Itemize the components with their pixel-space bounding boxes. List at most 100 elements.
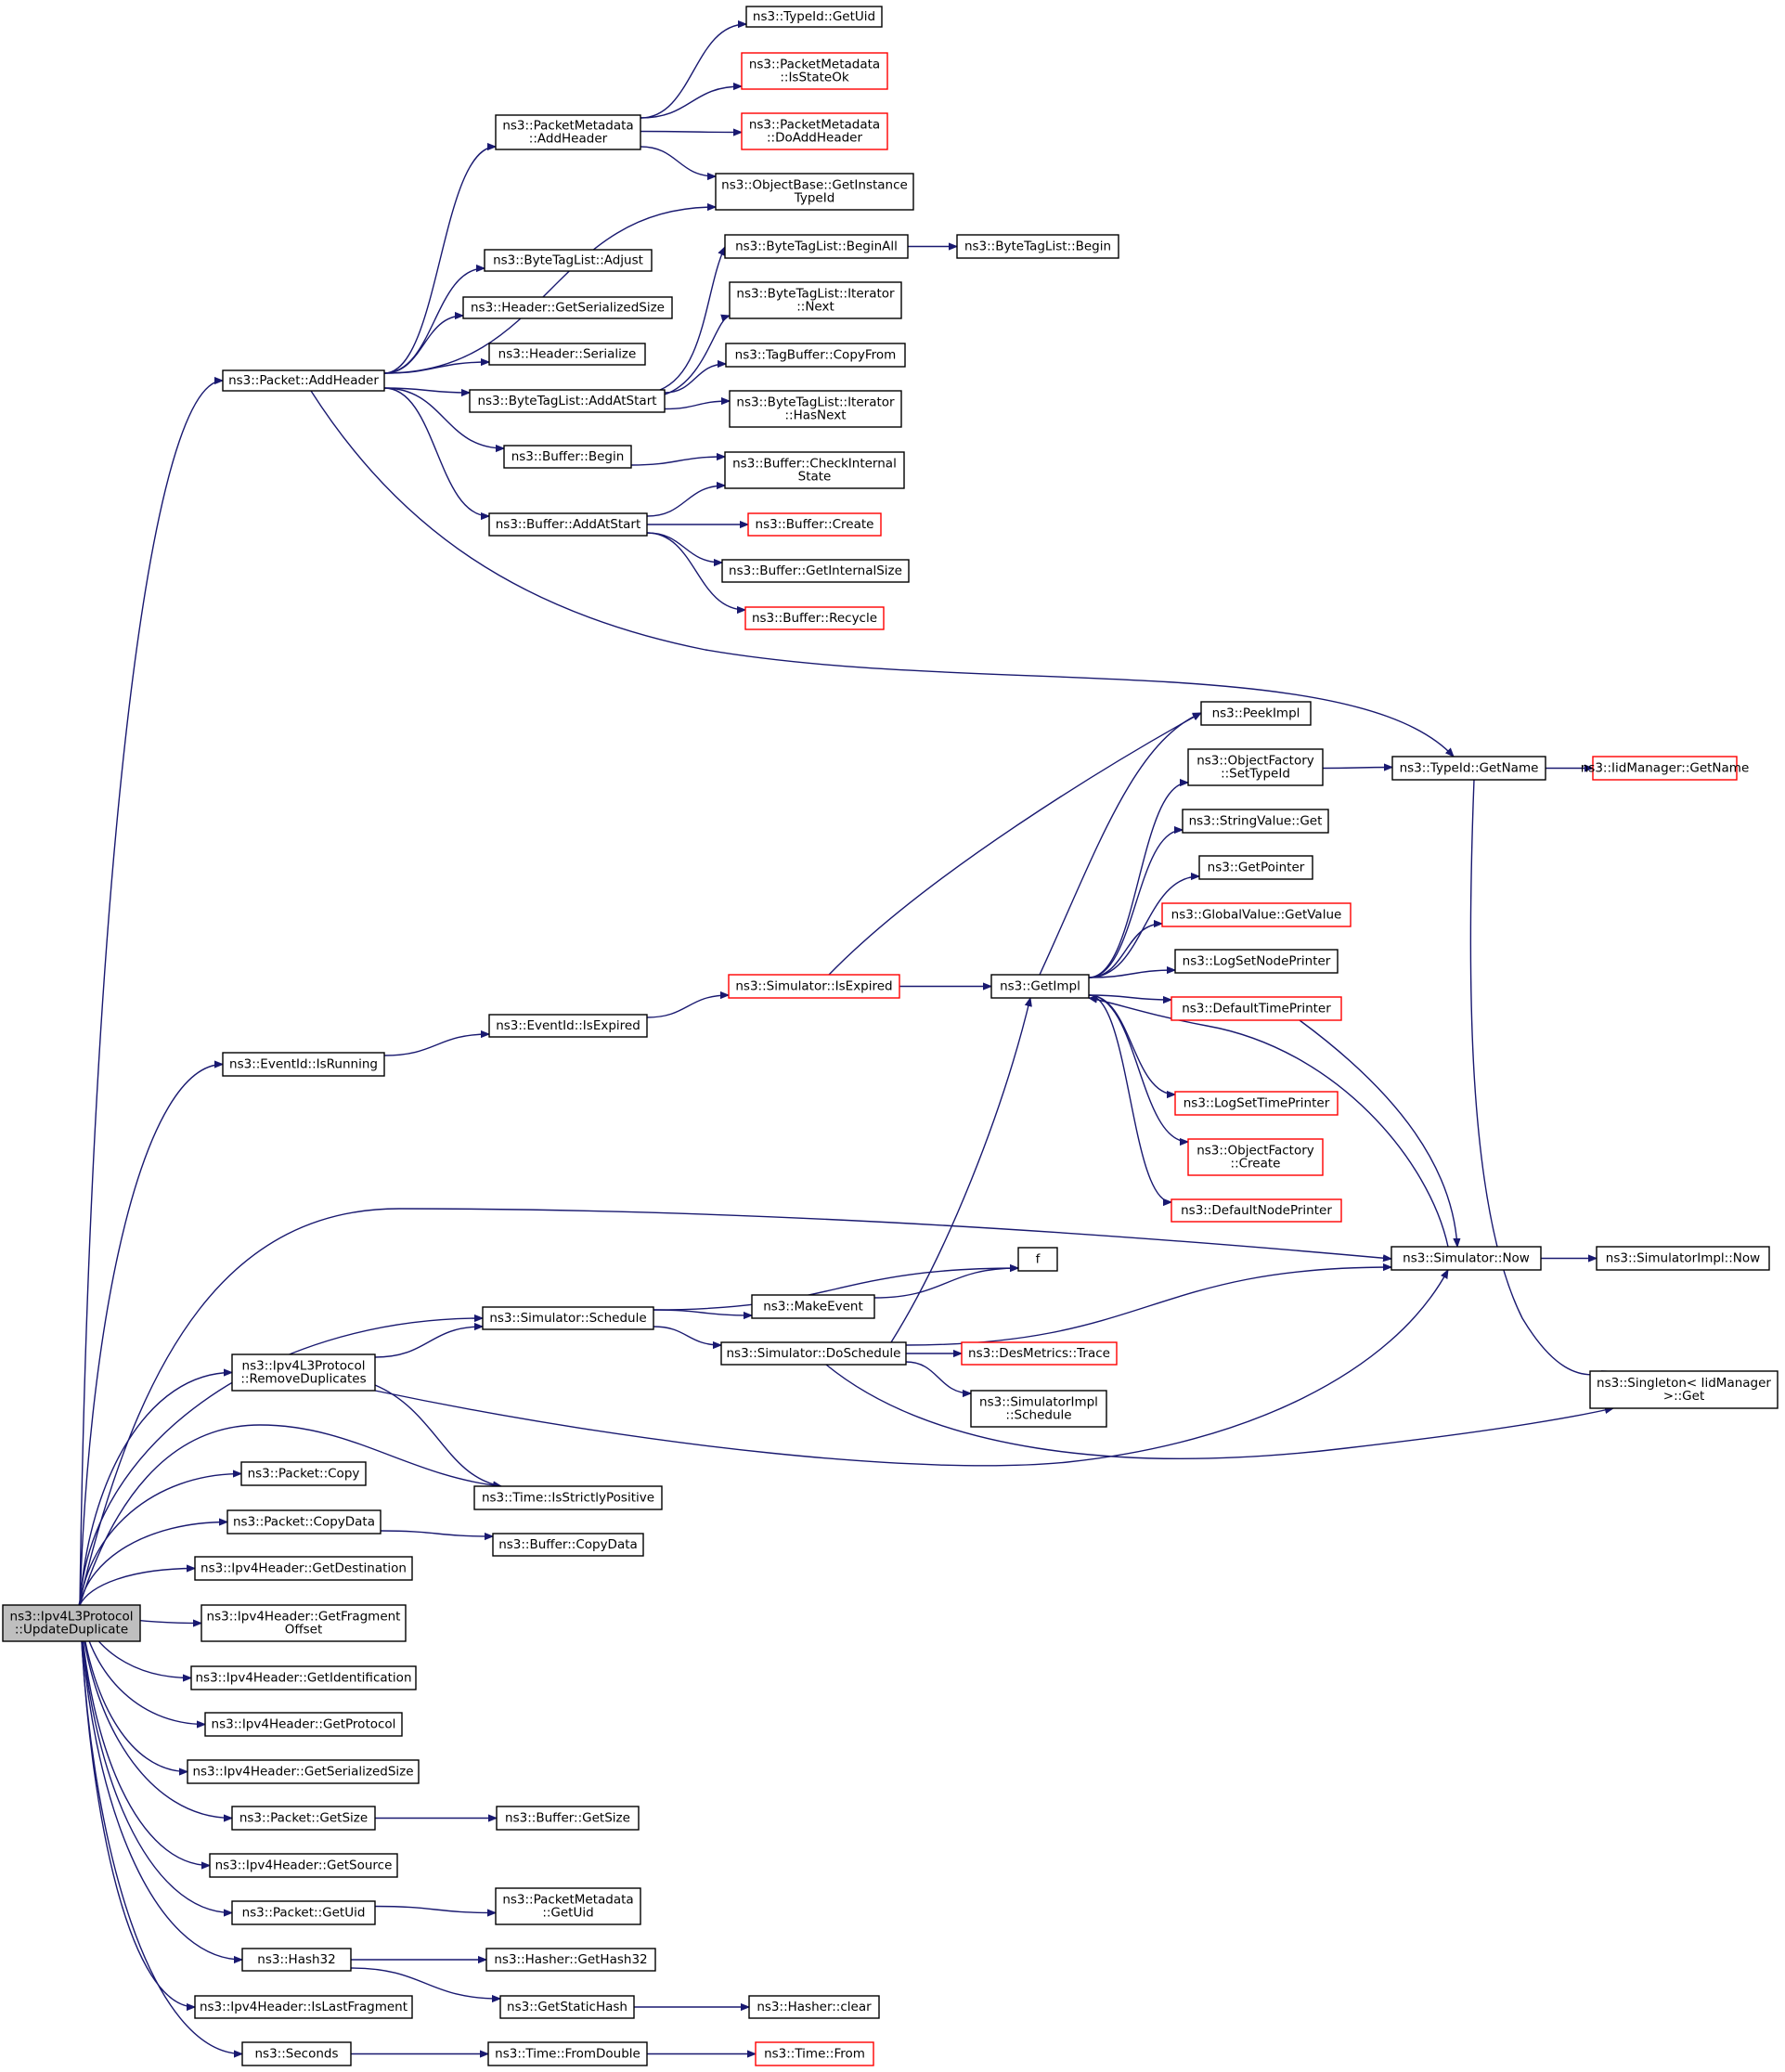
node-box bbox=[755, 2041, 874, 2066]
node-simimpl_now[interactable]: ns3::SimulatorImpl::Now bbox=[1596, 1246, 1770, 1271]
node-removedup[interactable]: ns3::Ipv4L3Protocol::RemoveDuplicates bbox=[231, 1353, 376, 1392]
node-box bbox=[1589, 1370, 1779, 1409]
node-getstatichash[interactable]: ns3::GetStaticHash bbox=[499, 1995, 635, 2019]
node-btl_it_hasnext[interactable]: ns3::ByteTagList::Iterator::HasNext bbox=[729, 390, 902, 428]
node-pm_addheader[interactable]: ns3::PacketMetadata::AddHeader bbox=[495, 114, 641, 150]
node-box bbox=[741, 112, 888, 150]
node-of_create[interactable]: ns3::ObjectFactory::Create bbox=[1187, 1138, 1324, 1176]
node-defaultnodeprinter[interactable]: ns3::DefaultNodePrinter bbox=[1171, 1198, 1342, 1223]
node-label: ::Next bbox=[796, 300, 834, 315]
node-box bbox=[744, 606, 885, 630]
node-buf_begin[interactable]: ns3::Buffer::Begin bbox=[503, 445, 632, 469]
node-ipv4_getident[interactable]: ns3::Ipv4Header::GetIdentification bbox=[190, 1665, 417, 1690]
node-defaulttimeprinter[interactable]: ns3::DefaultTimePrinter bbox=[1171, 996, 1342, 1021]
node-pm_isstateok[interactable]: ns3::PacketMetadata::IsStateOk bbox=[741, 52, 888, 90]
node-simimpl_schedule[interactable]: ns3::SimulatorImpl::Schedule bbox=[970, 1390, 1107, 1428]
node-box bbox=[1592, 756, 1738, 781]
node-buf_addatstart[interactable]: ns3::Buffer::AddAtStart bbox=[488, 512, 648, 537]
node-pm_getuid[interactable]: ns3::PacketMetadata::GetUid bbox=[495, 1887, 641, 1925]
node-btl_it_next[interactable]: ns3::ByteTagList::Iterator::Next bbox=[729, 281, 902, 319]
edge-btl_addatstart-to-btl_it_hasnext bbox=[664, 401, 730, 410]
node-stringvalue_get[interactable]: ns3::StringValue::Get bbox=[1182, 809, 1329, 834]
node-packet_getuid[interactable]: ns3::Packet::GetUid bbox=[231, 1900, 376, 1925]
node-box bbox=[241, 2041, 352, 2066]
edge-getimpl-to-logsetnodeprinter bbox=[1088, 970, 1175, 978]
node-addheader[interactable]: ns3::Packet::AddHeader bbox=[222, 369, 385, 392]
node-sim_now[interactable]: ns3::Simulator::Now bbox=[1390, 1246, 1542, 1271]
edge-root-to-packet_copydata bbox=[79, 1522, 227, 1606]
node-sim_doschedule[interactable]: ns3::Simulator::DoSchedule bbox=[720, 1341, 907, 1366]
edge-getimpl-to-logsettimeprinter bbox=[1088, 994, 1175, 1094]
node-box bbox=[496, 1806, 640, 1831]
node-typeid_getname[interactable]: ns3::TypeId::GetName bbox=[1391, 756, 1546, 781]
node-logsettimeprinter[interactable]: ns3::LogSetTimePrinter bbox=[1174, 1091, 1339, 1116]
node-label: ::UpdateDuplicate bbox=[15, 1623, 128, 1638]
node-btl_begin[interactable]: ns3::ByteTagList::Begin bbox=[956, 234, 1119, 259]
node-btl_beginall[interactable]: ns3::ByteTagList::BeginAll bbox=[724, 234, 909, 259]
node-label: ns3::Ipv4Header::GetProtocol bbox=[212, 1717, 396, 1732]
node-hasher_gethash32[interactable]: ns3::Hasher::GetHash32 bbox=[485, 1948, 656, 1972]
node-globalvalue_getvalue[interactable]: ns3::GlobalValue::GetValue bbox=[1161, 902, 1352, 927]
node-btl_adjust[interactable]: ns3::ByteTagList::Adjust bbox=[484, 249, 653, 272]
node-box bbox=[492, 1533, 644, 1557]
node-pm_doaddheader[interactable]: ns3::PacketMetadata::DoAddHeader bbox=[741, 112, 888, 150]
node-typeid_getuid[interactable]: ns3::TypeId::GetUid bbox=[745, 6, 883, 28]
node-makeevent[interactable]: ns3::MakeEvent bbox=[751, 1294, 875, 1319]
node-hdr_getser[interactable]: ns3::Header::GetSerializedSize bbox=[462, 296, 673, 319]
node-iidm_getname[interactable]: ns3::IidManager::GetName bbox=[1581, 756, 1750, 781]
node-label: ns3::PacketMetadata bbox=[502, 119, 633, 134]
node-packet_copy[interactable]: ns3::Packet::Copy bbox=[240, 1461, 367, 1486]
node-time_from[interactable]: ns3::Time::From bbox=[755, 2041, 874, 2066]
node-logsetnodeprinter[interactable]: ns3::LogSetNodePrinter bbox=[1174, 949, 1339, 974]
node-eventid_isexpired[interactable]: ns3::EventId::IsExpired bbox=[488, 1014, 648, 1038]
node-time_isstrictpos[interactable]: ns3::Time::IsStrictlyPositive bbox=[473, 1485, 663, 1510]
node-buffer_copydata[interactable]: ns3::Buffer::CopyData bbox=[492, 1533, 644, 1557]
node-label: ns3::Packet::GetSize bbox=[239, 1811, 368, 1826]
node-desmetrics_trace[interactable]: ns3::DesMetrics::Trace bbox=[961, 1341, 1118, 1366]
node-buf_getintsize[interactable]: ns3::Buffer::GetInternalSize bbox=[721, 559, 910, 583]
node-packet_getsize[interactable]: ns3::Packet::GetSize bbox=[231, 1806, 376, 1831]
node-btl_addatstart[interactable]: ns3::ByteTagList::AddAtStart bbox=[469, 389, 666, 413]
node-getimpl[interactable]: ns3::GetImpl bbox=[990, 974, 1090, 999]
edge-root-to-packet_getsize bbox=[79, 1604, 232, 1819]
edge-sim_doschedule-to-getimpl bbox=[890, 998, 1030, 1343]
node-buf_recycle[interactable]: ns3::Buffer::Recycle bbox=[744, 606, 885, 630]
node-label: ns3::ByteTagList::Iterator bbox=[736, 287, 895, 302]
node-root[interactable]: ns3::Ipv4L3Protocol::UpdateDuplicate bbox=[2, 1604, 141, 1642]
node-ipv4_getsersize[interactable]: ns3::Ipv4Header::GetSerializedSize bbox=[187, 1759, 420, 1784]
node-f[interactable]: f bbox=[1017, 1247, 1058, 1272]
node-packet_copydata[interactable]: ns3::Packet::CopyData bbox=[226, 1509, 382, 1535]
node-box bbox=[1187, 748, 1324, 786]
node-of_settypeid[interactable]: ns3::ObjectFactory::SetTypeId bbox=[1187, 748, 1324, 786]
nodes-layer: ns3::Ipv4L3Protocol::UpdateDuplicatens3:… bbox=[2, 6, 1779, 2066]
node-ipv4_islastfrag[interactable]: ns3::Ipv4Header::IsLastFragment bbox=[194, 1995, 413, 2019]
edge-of_settypeid-to-typeid_getname bbox=[1322, 768, 1392, 769]
node-label: ns3::DesMetrics::Trace bbox=[968, 1346, 1110, 1361]
edge-sim_doschedule-to-sim_now bbox=[905, 1267, 1391, 1346]
node-ipv4_getsource[interactable]: ns3::Ipv4Header::GetSource bbox=[209, 1853, 398, 1878]
node-buffer_getsize[interactable]: ns3::Buffer::GetSize bbox=[496, 1806, 640, 1831]
node-ipv4_getdest[interactable]: ns3::Ipv4Header::GetDestination bbox=[194, 1556, 413, 1581]
node-hasher_clear[interactable]: ns3::Hasher::clear bbox=[748, 1995, 880, 2019]
node-seconds[interactable]: ns3::Seconds bbox=[241, 2041, 352, 2066]
node-sim_schedule[interactable]: ns3::Simulator::Schedule bbox=[482, 1306, 654, 1330]
node-eventid_isrunning[interactable]: ns3::EventId::IsRunning bbox=[222, 1052, 385, 1077]
node-hash32[interactable]: ns3::Hash32 bbox=[241, 1948, 352, 1972]
edge-btl_addatstart-to-tagbuf_copyfrom bbox=[664, 364, 726, 394]
node-buf_create[interactable]: ns3::Buffer::Create bbox=[747, 512, 882, 537]
node-time_fromdouble[interactable]: ns3::Time::FromDouble bbox=[487, 2041, 648, 2066]
node-box bbox=[1198, 855, 1313, 880]
node-singleton_get[interactable]: ns3::Singleton< IidManager >::Get bbox=[1589, 1370, 1779, 1409]
node-ipv4_getproto[interactable]: ns3::Ipv4Header::GetProtocol bbox=[204, 1712, 403, 1737]
node-sim_isexpired[interactable]: ns3::Simulator::IsExpired bbox=[728, 974, 900, 999]
node-getpointer[interactable]: ns3::GetPointer bbox=[1198, 855, 1313, 880]
node-tagbuf_copyfrom[interactable]: ns3::TagBuffer::CopyFrom bbox=[725, 343, 906, 368]
node-label: ns3::Singleton< IidManager bbox=[1597, 1376, 1771, 1391]
edge-buf_addatstart-to-buf_recycle bbox=[646, 532, 745, 610]
node-label: ns3::DefaultTimePrinter bbox=[1182, 1002, 1331, 1017]
node-peekimpl[interactable]: ns3::PeekImpl bbox=[1200, 701, 1312, 726]
node-hdr_serialize[interactable]: ns3::Header::Serialize bbox=[488, 343, 646, 366]
